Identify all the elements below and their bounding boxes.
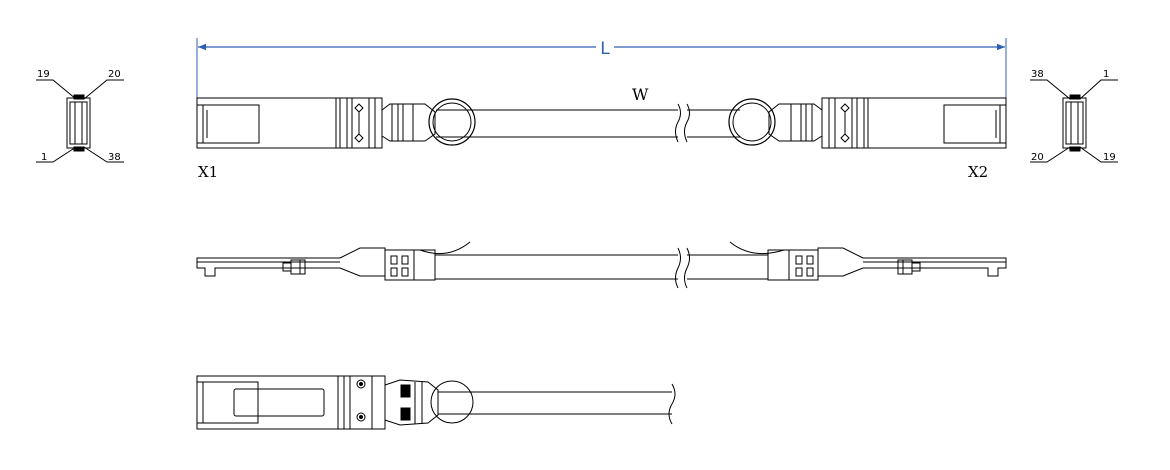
pin-19-right: 19	[1103, 152, 1116, 163]
screw-top	[356, 379, 366, 389]
top-view	[196, 97, 1007, 149]
end-label-x2: X2	[968, 163, 988, 181]
bottom-connector-body	[196, 375, 386, 430]
bottom-pull-ring	[430, 380, 474, 424]
pin-38-right: 38	[1031, 69, 1044, 80]
pin-1: 1	[41, 152, 47, 163]
bottom-view	[196, 375, 676, 430]
connector-x2-body	[821, 97, 1007, 149]
pin-38: 38	[108, 152, 121, 163]
screw-bottom	[356, 412, 366, 422]
end-view-left	[36, 79, 124, 163]
pull-tab-ring-right	[728, 98, 776, 146]
bottom-cable-break	[668, 383, 676, 425]
cable-break-left	[675, 103, 681, 143]
pin-19: 19	[37, 69, 50, 80]
pin-1-right: 1	[1103, 69, 1109, 80]
side-latch-right	[729, 241, 785, 255]
side-latch-left	[419, 241, 471, 255]
dimension-label: L	[600, 39, 610, 59]
connector-x1-body	[196, 97, 383, 149]
connector-x2-boot	[768, 103, 823, 142]
end-view-right	[1030, 79, 1118, 163]
bottom-boot	[384, 379, 439, 426]
side-boot-left	[384, 249, 436, 281]
side-view	[196, 241, 1007, 289]
cable-break-right	[684, 103, 690, 143]
cable-label: W	[632, 85, 649, 104]
connector-x1-boot	[381, 103, 436, 142]
length-dimension: L	[196, 38, 1007, 98]
side-connector-left	[196, 247, 386, 277]
side-connector-right	[817, 247, 1007, 277]
label-window	[233, 388, 325, 417]
latch-mark	[354, 103, 364, 113]
pin-20-right: 20	[1031, 152, 1044, 163]
pull-tab-ring-left	[428, 98, 476, 146]
pin-20: 20	[108, 69, 121, 80]
end-label-x1: X1	[198, 163, 218, 181]
